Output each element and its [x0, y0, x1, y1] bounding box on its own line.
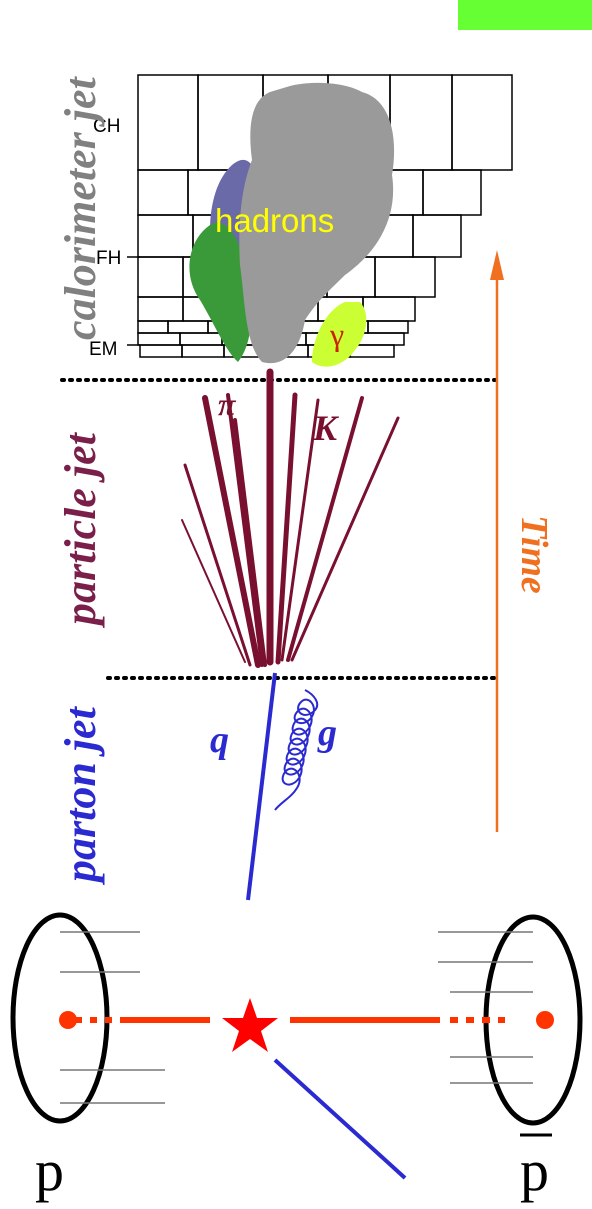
quark-line [246, 672, 277, 901]
antiproton-label: p [520, 1138, 549, 1203]
gluon-spiral [274, 689, 319, 811]
pion-label: π [218, 386, 237, 422]
proton-dot [59, 1011, 77, 1029]
proton-parton-lines [60, 931, 165, 1104]
gluon-label: g [317, 712, 337, 754]
calorimeter-jet-label: calorimeter jet [56, 76, 105, 340]
green-energy-cloud [189, 222, 252, 362]
em-label: EM [89, 339, 118, 360]
time-arrowhead [490, 250, 504, 280]
fh-label: FH [96, 248, 121, 269]
proton-label: p [35, 1138, 64, 1203]
recoil-parton-line [273, 1058, 407, 1180]
green-corner-block [458, 0, 592, 30]
parton-jet-label: parton jet [56, 705, 105, 886]
collision-star-icon [222, 998, 278, 1052]
antiproton-parton-lines [438, 931, 533, 1084]
particle-tracks [181, 368, 400, 668]
photon-energy-cloud [312, 302, 367, 367]
ch-label: CH [93, 116, 120, 137]
antiproton-dot [536, 1011, 554, 1029]
time-label: Time [513, 515, 555, 594]
gamma-label: γ [329, 316, 344, 352]
kaon-label: K [312, 408, 340, 448]
hadrons-label: hadrons [215, 202, 334, 239]
hadron-energy-cloud [239, 82, 395, 364]
quark-label: q [210, 719, 229, 761]
particle-jet-label: particle jet [56, 431, 105, 629]
